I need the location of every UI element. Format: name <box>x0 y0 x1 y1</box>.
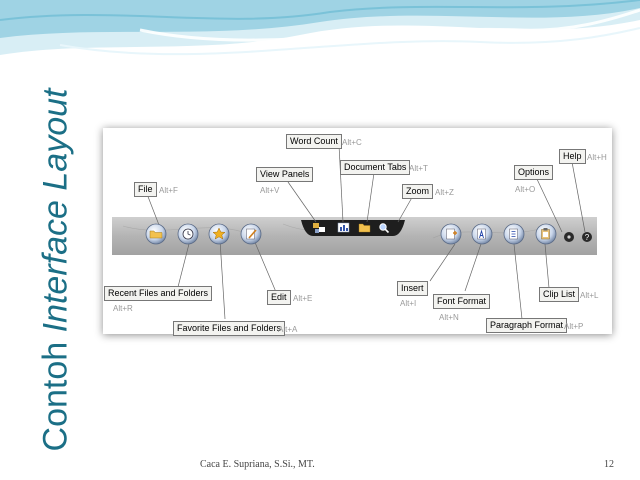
toolbar-diagram: ? <box>112 144 597 320</box>
slide-title: Contoh Interface Layout <box>37 89 76 452</box>
view-panels-button[interactable] <box>313 223 325 233</box>
callout-view-panels: View Panels <box>256 167 314 182</box>
callout-font-format: Font Format <box>433 294 491 309</box>
shortcut-zoom: Alt+Z <box>435 188 454 197</box>
page-number: 12 <box>604 459 614 470</box>
folder-icon <box>358 223 371 233</box>
question-mark-icon: ? <box>585 233 590 242</box>
shortcut-options: Alt+O <box>515 185 536 194</box>
pencil-icon <box>246 228 257 240</box>
insert-button[interactable] <box>440 223 462 245</box>
paragraph-format-button[interactable] <box>503 223 525 245</box>
recent-files-button[interactable] <box>177 223 199 245</box>
callout-insert: Insert <box>397 281 428 296</box>
help-button[interactable]: ? <box>582 232 592 242</box>
clipboard-icon <box>541 228 550 240</box>
toolbar-center-tab <box>301 220 405 236</box>
slide-title-italic: Interface Layout <box>36 88 75 333</box>
file-button[interactable] <box>145 223 167 245</box>
slide-title-normal: Contoh <box>36 341 75 452</box>
shortcut-word-count: Alt+C <box>342 138 362 147</box>
shortcut-font-format: Alt+N <box>439 313 459 322</box>
document-tabs-button[interactable] <box>358 223 371 233</box>
callout-clip-list: Clip List <box>539 287 580 302</box>
bar-chart-icon <box>337 222 350 233</box>
star-icon <box>212 227 226 240</box>
options-button[interactable] <box>564 232 574 242</box>
paragraph-icon <box>509 228 518 240</box>
callout-paragraph-format: Paragraph Format <box>486 318 568 333</box>
shortcut-file: Alt+F <box>159 186 178 195</box>
clip-list-button[interactable] <box>535 223 557 245</box>
callout-document-tabs: Document Tabs <box>340 160 411 175</box>
callout-favorite-files: Favorite Files and Folders <box>173 321 286 336</box>
insert-page-icon <box>446 228 457 240</box>
shortcut-paragraph-format: Alt+P <box>564 322 584 331</box>
footer-author: Caca E. Supriana, S.Si., MT. <box>200 459 315 470</box>
callout-recent-files: Recent Files and Folders <box>104 286 213 301</box>
word-count-button[interactable] <box>337 222 350 233</box>
callout-file: File <box>134 182 157 197</box>
shortcut-document-tabs: Alt+T <box>409 164 428 173</box>
font-format-button[interactable] <box>471 223 493 245</box>
shortcut-edit: Alt+E <box>293 294 313 303</box>
callout-edit: Edit <box>267 290 291 305</box>
edit-button[interactable] <box>240 223 262 245</box>
wave-header <box>0 0 640 56</box>
shortcut-recent-files: Alt+R <box>113 304 133 313</box>
callout-options: Options <box>514 165 554 180</box>
magnifier-icon <box>379 223 390 234</box>
screenshot-panel: ? File Alt+F View Panels Alt+V Word Coun… <box>103 128 612 336</box>
callout-word-count: Word Count <box>286 134 342 149</box>
shortcut-favorite-files: Alt+A <box>278 325 298 334</box>
shortcut-help: Alt+H <box>587 153 607 162</box>
callout-zoom: Zoom <box>402 184 434 199</box>
callout-help: Help <box>559 149 586 164</box>
shortcut-insert: Alt+I <box>400 299 417 308</box>
clock-icon <box>182 228 194 240</box>
shortcut-clip-list: Alt+L <box>580 291 599 300</box>
font-letter-icon <box>477 228 486 240</box>
shortcut-view-panels: Alt+V <box>260 186 280 195</box>
panels-icon <box>313 223 325 233</box>
options-icon <box>567 235 571 239</box>
zoom-button[interactable] <box>379 223 390 234</box>
folder-open-icon <box>149 230 163 239</box>
favorite-files-button[interactable] <box>208 223 230 245</box>
